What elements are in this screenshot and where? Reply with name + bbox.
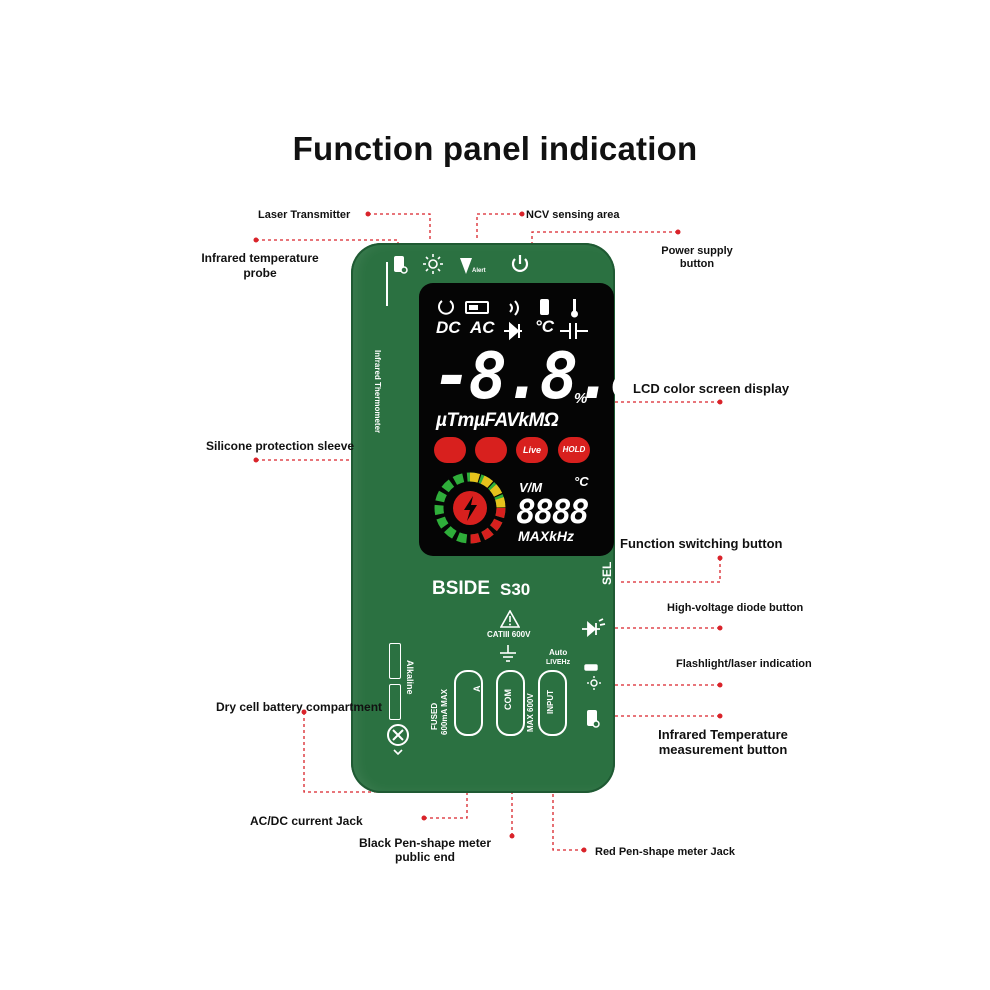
- page-title: Function panel indication: [292, 130, 698, 167]
- hv-diode-button[interactable]: [580, 618, 606, 640]
- lcd-sub-reading: 8888: [516, 492, 589, 531]
- ir-measure-button[interactable]: [584, 708, 602, 730]
- jack-a-label: A: [472, 685, 482, 693]
- brand-name: BSIDE: [432, 578, 491, 599]
- power-icon: [511, 255, 529, 272]
- diode-button-icon: [582, 621, 600, 637]
- label-ir-measure-2: measurement button: [658, 742, 788, 757]
- lcd-top-icons: [438, 299, 578, 318]
- label-silicone-sleeve: Silicone protection sleeve: [206, 439, 355, 453]
- label-acdc-jack: AC/DC current Jack: [250, 814, 363, 828]
- battery-cell-2: [389, 684, 401, 720]
- label-ir-probe-2: probe: [243, 266, 277, 280]
- lcd-main-reading: -8.8.8.8: [433, 340, 720, 414]
- jack-input[interactable]: [538, 670, 567, 736]
- leader-ncv: [476, 213, 522, 240]
- lcd-vm: V/M: [519, 480, 543, 495]
- label-ir-probe-1: Infrared temperature: [201, 251, 319, 265]
- sel-button[interactable]: SEL: [600, 561, 614, 585]
- label-black-pen-1: Black Pen-shape meter: [358, 836, 492, 850]
- lcd-btn-ncv: [475, 437, 507, 463]
- label-laser-transmitter: Laser Transmitter: [258, 209, 351, 221]
- label-hv-diode: High-voltage diode button: [667, 602, 804, 614]
- battery-screw[interactable]: [385, 722, 411, 756]
- ground-icon: [500, 645, 516, 662]
- label-power-1: Power supply: [661, 245, 733, 257]
- label-ncv-sensing: NCV sensing area: [526, 209, 620, 221]
- livehz-label: LIVEHz: [546, 659, 571, 666]
- lcd-btn-thermo: [434, 437, 466, 463]
- lcd-ac: AC: [470, 318, 495, 337]
- ncv-ring-gauge: [434, 472, 506, 544]
- jack-input-label: INPUT: [546, 690, 555, 714]
- lcd-thermo-icon: [540, 299, 549, 315]
- diode-icon: [504, 321, 522, 341]
- ncv-icon: [460, 258, 472, 274]
- thermometer-probe-icon: [394, 256, 408, 274]
- battery-cell-1: [389, 643, 401, 679]
- lcd-temp-icon: [571, 299, 578, 318]
- lcd-celsius: °C: [535, 317, 555, 336]
- sound-icon: [509, 300, 519, 316]
- lcd-btn-hold: HOLD: [558, 437, 590, 463]
- side-stripe: [386, 262, 388, 306]
- auto-label: Auto: [549, 648, 568, 657]
- label-power-2: button: [679, 258, 715, 270]
- label-function-switch: Function switching button: [620, 536, 783, 551]
- side-label: Infrared Thermometer: [373, 350, 382, 434]
- lcd-power-icon: [438, 300, 454, 315]
- lcd-btn-live: Live: [516, 437, 548, 463]
- label-flashlight: Flashlight/laser indication: [676, 658, 812, 670]
- leader-function: [620, 558, 721, 583]
- lcd-maxkhz: MAXkHz: [518, 528, 575, 544]
- lcd-celsius-2: °C: [574, 474, 589, 489]
- capacitor-icon: [560, 323, 588, 339]
- max-voltage-label: MAX 600V: [526, 693, 535, 732]
- battery-icon: [465, 301, 489, 314]
- alkaline-label: Alkaline: [405, 660, 415, 695]
- jack-com-label: COM: [503, 689, 513, 710]
- label-lcd-display: LCD color screen display: [633, 381, 790, 396]
- bolt-icon: [464, 496, 477, 521]
- jack-com[interactable]: [496, 670, 525, 736]
- laser-icon: [423, 254, 443, 274]
- leader-battery: [303, 712, 395, 793]
- model-name: S30: [500, 580, 531, 599]
- top-icons: [394, 254, 529, 274]
- lcd-mode-icons: [504, 321, 588, 341]
- cat-rating: CATIII 600V: [487, 630, 531, 639]
- flashlight-button[interactable]: [582, 662, 606, 692]
- warning-icon: [500, 610, 520, 628]
- label-black-pen-2: public end: [395, 850, 455, 864]
- label-battery: Dry cell battery compartment: [216, 700, 383, 714]
- flashlight-icon: [584, 664, 598, 671]
- lcd-percent: %: [574, 390, 588, 407]
- lcd-dc: DC: [436, 318, 461, 337]
- leader-acdc: [424, 792, 468, 819]
- leader-laser: [368, 213, 431, 240]
- fused-max-label: 600mA MAX: [440, 689, 449, 735]
- screw-icon: [387, 724, 409, 746]
- jack-a[interactable]: [454, 670, 483, 736]
- leader-red: [552, 792, 584, 851]
- label-ir-measure-1: Infrared Temperature: [658, 727, 788, 742]
- lcd-units: µTmµFAVkMΩ: [436, 410, 559, 431]
- leader-power: [531, 231, 678, 246]
- fused-label: FUSED: [430, 702, 439, 730]
- ncv-alert-tag: Alert: [472, 268, 486, 274]
- label-red-pen: Red Pen-shape meter Jack: [595, 846, 736, 858]
